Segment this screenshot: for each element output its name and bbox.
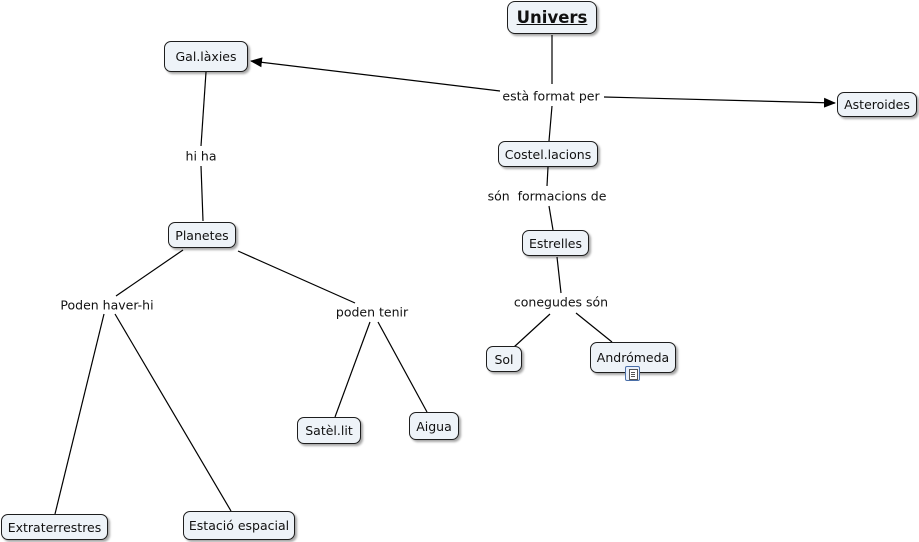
line-hi-ha-planetes — [200, 165, 204, 222]
link-conegudes-son: conegudes són — [511, 293, 611, 311]
node-satelit[interactable]: Satèl.lit — [297, 417, 361, 444]
line-conegudes-andromeda — [575, 312, 613, 343]
arrow-to-asteroides — [603, 96, 836, 108]
node-asteroides[interactable]: Asteroides — [837, 92, 917, 117]
link-poden-haver-hi: Poden haver-hi — [58, 296, 156, 314]
node-univers[interactable]: Univers — [507, 1, 597, 34]
line-estrelles-conegudes — [556, 256, 562, 294]
link-esta-format-per: està format per — [500, 87, 602, 105]
link-son-formacions-de: són formacions de — [485, 187, 609, 205]
document-icon[interactable] — [625, 366, 640, 381]
node-estrelles[interactable]: Estrelles — [522, 230, 589, 256]
line-poden-tenir-aigua — [377, 321, 428, 413]
line-esta-format-constellacions — [548, 105, 553, 142]
line-poden-tenir-satelit — [334, 321, 371, 418]
link-poden-tenir: poden tenir — [333, 303, 411, 321]
node-planetes[interactable]: Planetes — [168, 222, 236, 248]
link-hi-ha: hi ha — [183, 147, 219, 165]
line-planetes-poden-haver — [115, 249, 184, 297]
line-planetes-poden-tenir — [237, 250, 356, 304]
line-formacions-estrelles — [548, 205, 554, 231]
node-sol[interactable]: Sol — [486, 346, 522, 372]
node-constellacions[interactable]: Costel.lacions — [498, 141, 598, 167]
line-poden-haver-estacio — [114, 313, 232, 512]
node-galaxies[interactable]: Gal.làxies — [164, 41, 248, 72]
node-estacio-espacial[interactable]: Estació espacial — [183, 511, 295, 540]
node-extraterrestres[interactable]: Extraterrestres — [1, 514, 108, 540]
node-aigua[interactable]: Aigua — [409, 412, 459, 440]
line-conegudes-sol — [513, 313, 551, 348]
line-poden-haver-extraterrestres — [54, 313, 105, 515]
node-andromeda[interactable]: Andrómeda — [590, 342, 676, 373]
line-constellacions-formacions — [546, 166, 549, 187]
arrow-to-galaxies — [250, 57, 501, 92]
line-galaxies-hi-ha — [200, 71, 207, 147]
